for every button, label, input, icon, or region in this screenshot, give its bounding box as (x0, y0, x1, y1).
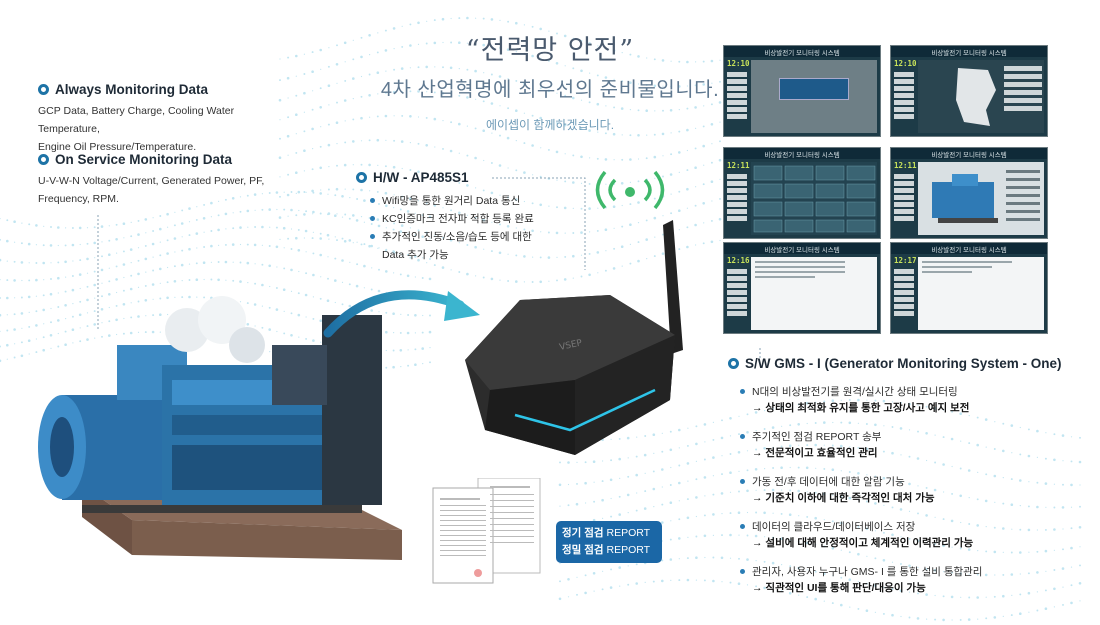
screen-clock: 12:11 (727, 161, 750, 170)
screen-clock: 12:17 (894, 256, 917, 265)
monitor-screen-thumbnail: 비상발전기 모니터링 시스템 12:10 (723, 45, 881, 137)
regular-report-label: 정기 점검 (562, 527, 604, 539)
list-item: 주기적인 점검 REPORT 송부→ 전문적이고 효율적인 관리 (740, 429, 1088, 461)
report-badge: 정기 점검 REPORT 정밀 점검 REPORT (556, 521, 662, 563)
software-feature-list: N대의 비상발전기를 원격/실시간 상태 모니터링→ 상태의 최적화 유지를 통… (740, 384, 1088, 596)
screen-clock: 12:11 (894, 161, 917, 170)
list-item: Data 추가 가능 (382, 249, 449, 261)
hardware-feature-list: Wifi망을 통한 원거리 Data 통신 KC인증마크 전자파 적합 등록 완… (370, 192, 596, 264)
svg-text:VSEP: VSEP (559, 338, 584, 353)
list-item: 가동 전/후 데이터에 대한 알람 기능→ 기준치 이하에 대한 즉각적인 대처… (740, 474, 1088, 506)
on-service-monitoring-title: On Service Monitoring Data (55, 152, 233, 167)
router-device-illustration: VSEP (465, 170, 683, 455)
always-monitoring-section: Always Monitoring Data GCP Data, Battery… (38, 82, 298, 156)
always-monitoring-body: GCP Data, Battery Charge, Cooling Water … (38, 105, 235, 153)
on-service-monitoring-body: U-V-W-N Voltage/Current, Generated Power… (38, 175, 265, 205)
ring-bullet-icon (728, 358, 739, 369)
list-item: KC인증마크 전자파 적합 등록 완료 (370, 210, 596, 228)
list-item: 데이터의 클라우드/데이터베이스 저장→ 설비에 대해 안정적이고 체계적인 이… (740, 519, 1088, 551)
curved-arrow-icon (323, 290, 480, 338)
headline-block: “전력망 안전” 4차 산업혁명에 최우선의 준비물입니다. 에이셉이 함께하겠… (300, 28, 800, 133)
list-item: N대의 비상발전기를 원격/실시간 상태 모니터링→ 상태의 최적화 유지를 통… (740, 384, 1088, 416)
always-monitoring-title: Always Monitoring Data (55, 82, 209, 97)
headline-subtitle: 4차 산업혁명에 최우선의 준비물입니다. (380, 79, 720, 101)
ring-bullet-icon (38, 84, 49, 95)
monitor-screen-thumbnail: 비상발전기 모니터링 시스템 12:16 (723, 242, 881, 334)
software-section: S/W GMS - I (Generator Monitoring System… (728, 356, 1088, 609)
monitor-screen-thumbnail: 비상발전기 모니터링 시스템 12:11 (890, 147, 1048, 239)
precision-report-label: 정밀 점검 (562, 544, 604, 556)
ring-bullet-icon (38, 154, 49, 165)
regular-report-suffix: REPORT (603, 527, 651, 539)
monitor-screen-thumbnail: 비상발전기 모니터링 시스템 12:10 (890, 45, 1048, 137)
headline-note: 에이셉이 함께하겠습니다. (485, 118, 615, 132)
monitor-screen-thumbnail: 비상발전기 모니터링 시스템 12:11 (723, 147, 881, 239)
generator-illustration (38, 296, 402, 560)
on-service-monitoring-section: On Service Monitoring Data U-V-W-N Volta… (38, 152, 298, 208)
precision-report-suffix: REPORT (603, 544, 651, 556)
software-title: S/W GMS - I (Generator Monitoring System… (745, 356, 1062, 371)
hardware-title: H/W - AP485S1 (373, 170, 469, 185)
ring-bullet-icon (356, 172, 367, 183)
list-item: Wifi망을 통한 원거리 Data 통신 (370, 192, 596, 210)
hardware-section: H/W - AP485S1 Wifi망을 통한 원거리 Data 통신 KC인증… (356, 170, 596, 264)
list-item: 추가적인 진동/소음/습도 등에 대한 (370, 228, 596, 246)
screen-clock: 12:10 (727, 59, 750, 68)
list-item: 관리자, 사용자 누구나 GMS- I 를 통한 설비 통합관리→ 직관적인 U… (740, 564, 1088, 596)
screen-clock: 12:16 (727, 256, 750, 265)
monitor-screen-thumbnail: 비상발전기 모니터링 시스템 12:17 (890, 242, 1048, 334)
headline-title: “전력망 안전” (465, 35, 635, 66)
report-papers-illustration (432, 478, 541, 584)
screen-clock: 12:10 (894, 59, 917, 68)
